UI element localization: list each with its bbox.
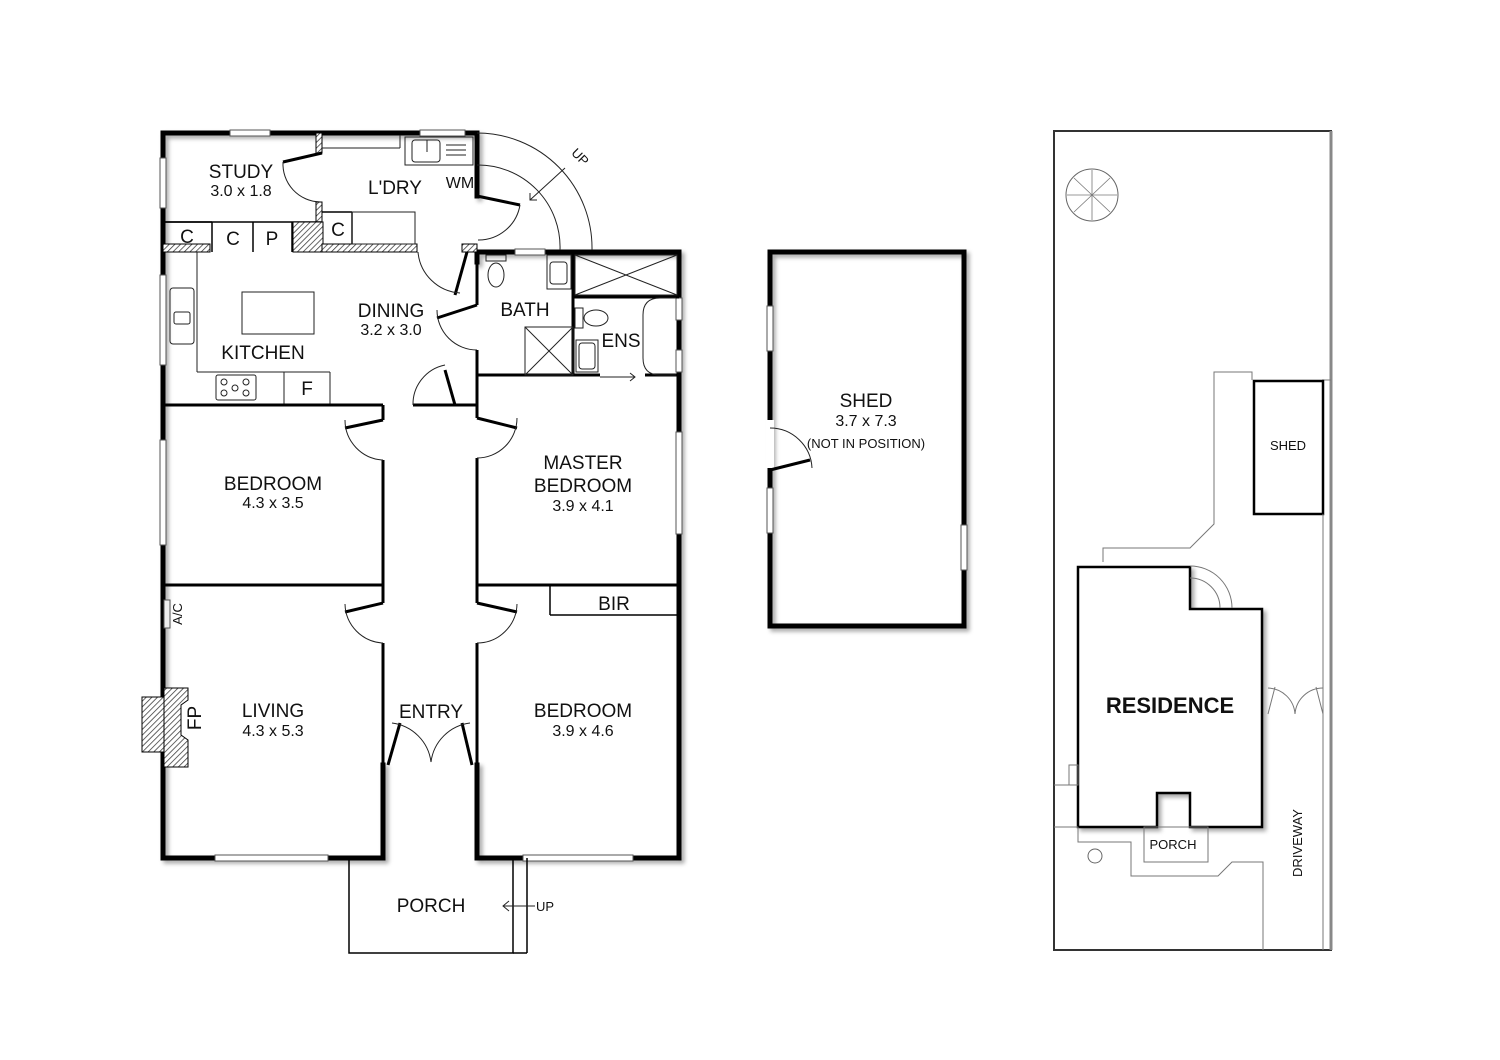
study-dims: 3.0 x 1.8 (210, 183, 271, 200)
living-dims: 4.3 x 5.3 (242, 723, 303, 740)
tree-icon (1065, 168, 1119, 222)
porch-steps-up-label: UP (536, 899, 554, 914)
site-plan: SHED RESIDENCE PORCH DRIVEWAY (1053, 130, 1333, 951)
driveway-label: DRIVEWAY (1290, 809, 1305, 877)
washing-machine-label: WM (446, 175, 474, 192)
fireplace (163, 687, 189, 768)
aircon-label: A/C (170, 603, 185, 625)
pantry-label: P (266, 229, 279, 250)
site-shed-label: SHED (1270, 438, 1306, 453)
window (675, 431, 683, 535)
bath-label: BATH (500, 300, 549, 321)
bir-label: BIR (598, 594, 630, 615)
window (159, 439, 167, 546)
shed-dims: 3.7 x 7.3 (835, 413, 896, 430)
window (159, 157, 167, 209)
site-porch-label: PORCH (1150, 837, 1197, 852)
shrub-icon (1087, 848, 1103, 864)
master-bedroom-label-2: BEDROOM (534, 476, 632, 497)
main-house-plan (141, 129, 683, 954)
porch-label: PORCH (397, 896, 466, 917)
fireplace-chimney (141, 696, 165, 753)
cupboard-label: C (331, 220, 345, 241)
dining-label: DINING (358, 301, 425, 322)
fireplace-label: FP (185, 706, 206, 730)
living-label: LIVING (242, 701, 304, 722)
site-shed (1252, 379, 1325, 516)
room-labels: STUDY 3.0 x 1.8 L'DRY WM C C P C UP KITC… (170, 145, 641, 917)
bedroom-2-dims: 3.9 x 4.6 (552, 723, 613, 740)
bedroom-2-label: BEDROOM (534, 701, 632, 722)
master-bedroom-label-1: MASTER (543, 453, 622, 474)
master-bedroom-dims: 3.9 x 4.1 (552, 498, 613, 515)
window (522, 854, 634, 862)
ensuite-label: ENS (601, 331, 640, 352)
cupboard-label: C (180, 227, 194, 248)
window (214, 854, 329, 862)
aircon-unit (163, 599, 171, 629)
window (159, 274, 167, 366)
shed-label: SHED (840, 391, 893, 412)
cupboard-label: C (226, 229, 240, 250)
shed-note: (NOT IN POSITION) (807, 436, 925, 451)
bedroom-1-dims: 4.3 x 3.5 (242, 495, 303, 512)
fridge-label: F (301, 379, 313, 400)
window (675, 349, 683, 373)
laundry-label: L'DRY (368, 178, 422, 199)
window (229, 129, 271, 137)
dining-dims: 3.2 x 3.0 (360, 322, 421, 339)
entry-label: ENTRY (399, 702, 463, 723)
kitchen-label: KITCHEN (221, 343, 304, 364)
window (514, 248, 546, 256)
window (675, 297, 683, 321)
window (419, 129, 466, 137)
residence-label: RESIDENCE (1106, 693, 1234, 718)
shed-plan: SHED 3.7 x 7.3 (NOT IN POSITION) (766, 249, 968, 629)
study-label: STUDY (209, 162, 274, 183)
rear-steps-up-label: UP (568, 145, 591, 168)
bedroom-1-label: BEDROOM (224, 474, 322, 495)
